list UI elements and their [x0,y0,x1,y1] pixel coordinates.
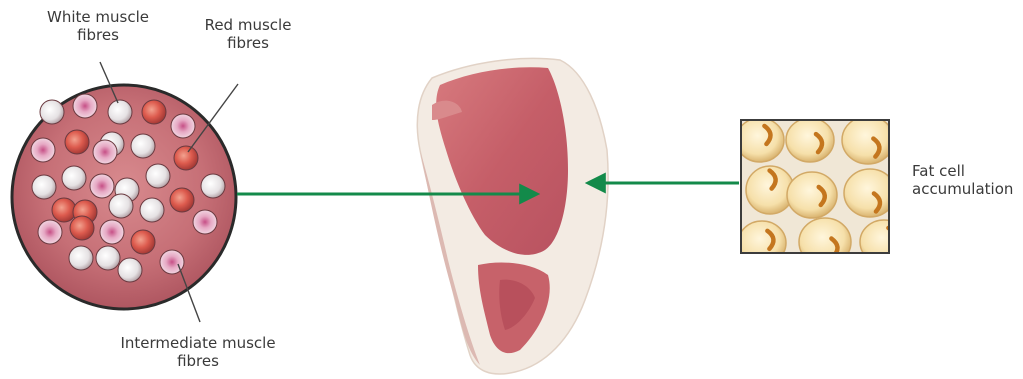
fat-cell [736,118,784,162]
white-muscle-fibre [140,198,164,222]
red-muscle-fibre [65,130,89,154]
red-muscle-fibre [52,198,76,222]
fat-cell [786,118,834,162]
label-fat-cell-accumulation: Fat cell accumulation [912,162,1022,198]
label-intermediate-muscle-fibres: Intermediate muscle fibres [98,334,298,370]
intermediate-muscle-fibre [93,140,117,164]
white-muscle-fibre [108,100,132,124]
white-muscle-fibre [69,246,93,270]
intermediate-muscle-fibre [38,220,62,244]
white-muscle-fibre [96,246,120,270]
pork-chop-image [417,58,608,374]
intermediate-muscle-fibre [90,174,114,198]
label-white-muscle-fibres: White muscle fibres [28,8,168,44]
fat-cell [860,220,908,264]
white-muscle-fibre [62,166,86,190]
white-muscle-fibre [109,194,133,218]
intermediate-muscle-fibre [31,138,55,162]
white-muscle-fibre [201,174,225,198]
intermediate-muscle-fibre [73,94,97,118]
intermediate-muscle-fibre [171,114,195,138]
white-muscle-fibre [32,175,56,199]
fat-cell [799,218,851,266]
white-muscle-fibre [40,100,64,124]
fat-cell [738,221,786,265]
white-muscle-fibre [131,134,155,158]
muscle-fibre-cross-section [12,85,236,309]
red-muscle-fibre [70,216,94,240]
fat-cell [842,116,894,164]
label-red-muscle-fibres: Red muscle fibres [188,16,308,52]
red-muscle-fibre [131,230,155,254]
red-muscle-fibre [174,146,198,170]
intermediate-muscle-fibre [100,220,124,244]
white-muscle-fibre [146,164,170,188]
red-muscle-fibre [170,188,194,212]
fat-cell-panel [736,116,908,266]
red-muscle-fibre [142,100,166,124]
white-muscle-fibre [118,258,142,282]
fat-cell [787,172,837,218]
intermediate-muscle-fibre [193,210,217,234]
